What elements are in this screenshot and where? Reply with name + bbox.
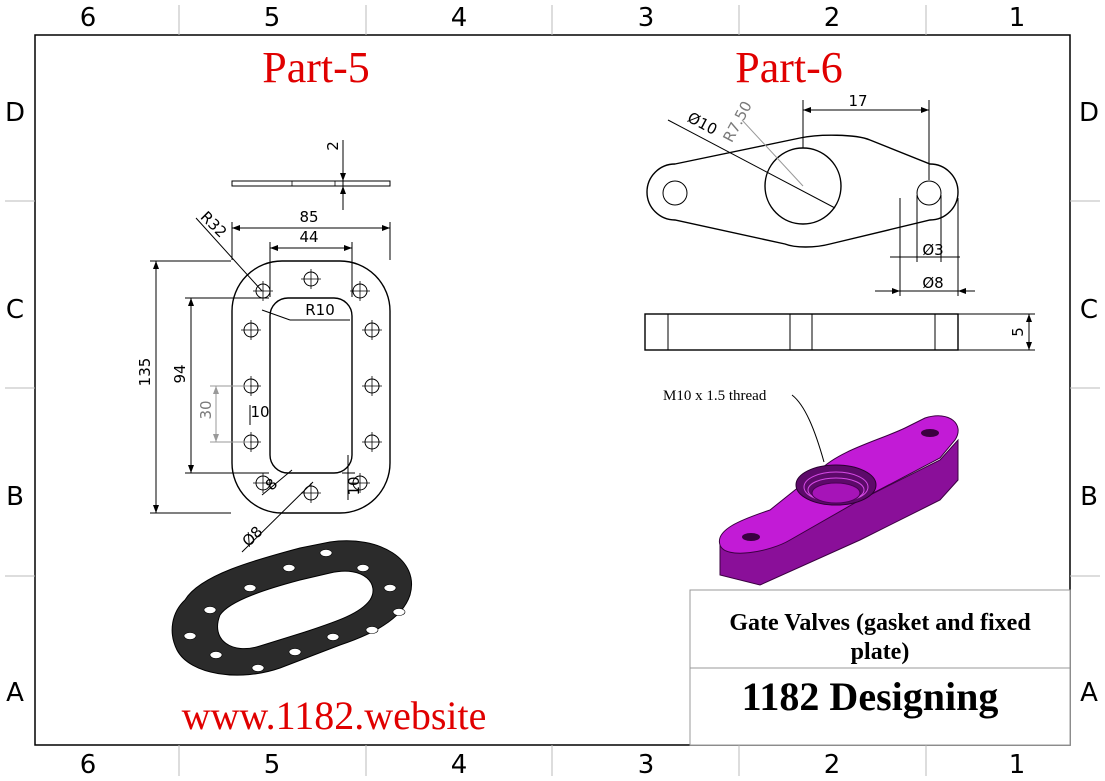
zone-row-left-A: A bbox=[6, 678, 24, 708]
zone-col-bottom-2: 2 bbox=[824, 750, 841, 780]
zone-row-right-A: A bbox=[1080, 678, 1098, 708]
zone-col-top-5: 5 bbox=[264, 3, 281, 33]
zone-col-top-4: 4 bbox=[451, 3, 468, 33]
part5-dim-radius-inner: R10 bbox=[305, 301, 335, 319]
zone-col-top-2: 2 bbox=[824, 3, 841, 33]
zone-row-left-B: B bbox=[6, 482, 24, 512]
part6-dim-offset: 17 bbox=[848, 92, 867, 110]
thread-note-leader bbox=[791, 394, 825, 463]
zone-row-right-B: B bbox=[1080, 482, 1098, 512]
zone-row-right-C: C bbox=[1080, 295, 1098, 325]
gasket-hole bbox=[251, 664, 265, 672]
zone-col-top-1: 1 bbox=[1009, 3, 1026, 33]
zone-ticks bbox=[5, 5, 1100, 776]
gasket-hole bbox=[282, 564, 296, 572]
part5-dim-width-inner: 44 bbox=[299, 228, 318, 246]
part6-isometric-model bbox=[718, 415, 959, 586]
gasket-hole bbox=[319, 549, 333, 557]
gasket-hole bbox=[288, 648, 302, 656]
gasket-hole bbox=[183, 632, 197, 640]
part5-dim-height-inner: 94 bbox=[171, 364, 189, 383]
gasket-hole bbox=[383, 584, 397, 592]
gasket-hole bbox=[356, 564, 370, 572]
part6-dim-boss: Ø8 bbox=[922, 274, 943, 292]
part5-dim-hole-small: 8 bbox=[262, 475, 281, 494]
zone-col-bottom-5: 5 bbox=[264, 750, 281, 780]
part5-dim-height-overall: 135 bbox=[136, 358, 154, 387]
part6-side-view bbox=[644, 313, 1035, 351]
part5-title: Part-5 bbox=[262, 43, 370, 92]
part6-thread-note: M10 x 1.5 thread bbox=[663, 388, 767, 404]
part5-front-view bbox=[150, 217, 391, 553]
gasket-hole bbox=[209, 651, 223, 659]
gasket-holes bbox=[183, 549, 406, 672]
zone-col-bottom-6: 6 bbox=[80, 750, 97, 780]
part5-dim-margin-left: 10 bbox=[250, 403, 269, 421]
part5-isometric-gasket bbox=[171, 540, 412, 676]
gasket-hole bbox=[203, 606, 217, 614]
part6-top-view bbox=[646, 100, 975, 296]
zone-col-bottom-4: 4 bbox=[451, 750, 468, 780]
title-block-title-line1: Gate Valves (gasket and fixed bbox=[729, 610, 1031, 636]
part6-dim-thickness: 5 bbox=[1009, 327, 1027, 337]
part5-dim-radius-outer: R32 bbox=[197, 208, 231, 242]
zone-row-left-C: C bbox=[6, 295, 24, 325]
part6-dim-hole: Ø3 bbox=[922, 241, 943, 259]
gasket-hole bbox=[365, 626, 379, 634]
zone-row-right-D: D bbox=[1079, 98, 1099, 128]
zone-col-top-3: 3 bbox=[638, 3, 655, 33]
gasket-hole bbox=[392, 608, 406, 616]
part5-dim-width-overall: 85 bbox=[299, 208, 318, 226]
part5-dim-hole-dia: Ø8 bbox=[239, 523, 267, 551]
part5-dim-hole-pitch: 30 bbox=[197, 400, 215, 419]
part5-dim-thickness: 2 bbox=[324, 141, 342, 151]
part5-side-view bbox=[231, 140, 391, 210]
part6-dim-bore: Ø10 bbox=[684, 108, 720, 138]
zone-col-bottom-3: 3 bbox=[638, 750, 655, 780]
gasket-hole bbox=[326, 633, 340, 641]
part6-title: Part-6 bbox=[735, 43, 843, 92]
title-block-company: 1182 Designing bbox=[742, 674, 999, 719]
part5-dim-margin-bottom: 10 bbox=[345, 476, 363, 495]
website-link[interactable]: www.1182.website bbox=[182, 693, 487, 738]
zone-col-top-6: 6 bbox=[80, 3, 97, 33]
title-block bbox=[689, 589, 1071, 746]
part5-bolt-holes bbox=[241, 269, 382, 503]
zone-col-bottom-1: 1 bbox=[1009, 750, 1026, 780]
title-block-title-line2: plate) bbox=[851, 639, 910, 665]
gasket-hole bbox=[243, 584, 257, 592]
part6-dim-radius: R7.50 bbox=[719, 98, 755, 145]
zone-row-left-D: D bbox=[5, 98, 25, 128]
